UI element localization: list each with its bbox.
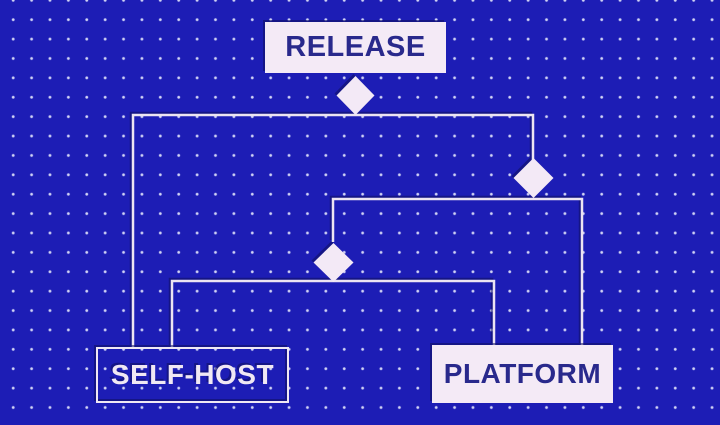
- node-platform: PLATFORM: [432, 345, 613, 403]
- decision-diamond-2: [513, 158, 554, 198]
- connector-lines: [131, 113, 584, 347]
- decision-diamond-3: [313, 243, 354, 282]
- connector-release-bus: [131, 113, 535, 347]
- node-release-label: RELEASE: [285, 31, 426, 63]
- node-self-host-label: SELF-HOST: [110, 359, 275, 390]
- node-platform-label: PLATFORM: [443, 358, 602, 389]
- connector-mid-bus: [331, 197, 584, 345]
- connector-low-bus: [170, 279, 496, 347]
- decision-diamonds: [313, 76, 554, 282]
- node-self-host: SELF-HOST: [96, 347, 289, 403]
- decision-diamond-1: [336, 76, 375, 115]
- node-release: RELEASE: [265, 22, 446, 73]
